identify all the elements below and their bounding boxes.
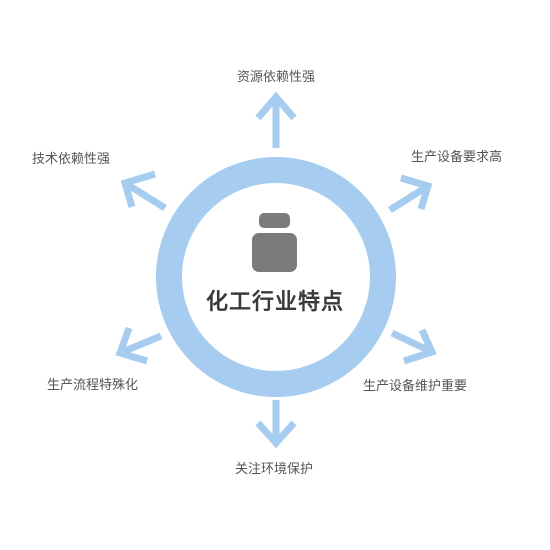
arrow-upper-left: [120, 170, 167, 211]
feature-label-equipment-maintenance: 生产设备维护重要: [363, 379, 468, 394]
arrow-down: [255, 400, 297, 449]
feature-label-equipment-requirements: 生产设备要求高: [411, 150, 503, 165]
feature-label-technology-dependency: 技术依赖性强: [32, 152, 111, 167]
arrow-up: [255, 91, 297, 148]
center-ring: [156, 157, 396, 397]
feature-label-special-process: 生产流程特殊化: [47, 378, 139, 393]
feature-label-environmental-protection: 关注环境保护: [235, 462, 314, 477]
arrow-upper-right: [388, 174, 433, 213]
feature-label-resource-dependency: 资源依赖性强: [237, 70, 316, 85]
arrow-lower-left: [115, 326, 163, 365]
bottle-icon: [252, 213, 297, 272]
center-title: 化工行业特点: [205, 290, 344, 315]
arrow-lower-right: [390, 328, 437, 365]
